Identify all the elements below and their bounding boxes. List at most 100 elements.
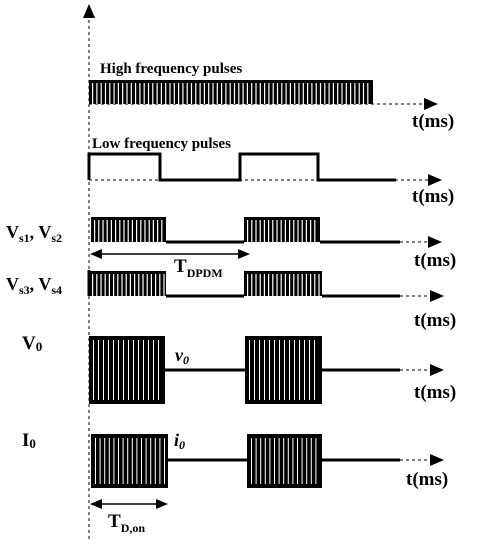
row2-t-axis-label: t(ms): [412, 186, 454, 207]
v0-burst-gap: [274, 340, 275, 400]
hf-pulse-gap: [208, 83, 210, 104]
tdpdm-label: TDPDM: [174, 256, 223, 280]
v0-burst-gap: [289, 340, 290, 400]
i0-burst-gap: [255, 438, 257, 484]
vs34-pulse-gap: [318, 274, 320, 296]
v0-small-label: v0: [175, 345, 189, 367]
i0-burst-gap: [292, 438, 294, 484]
tdon-label: TD,on: [108, 511, 145, 535]
hf-pulse-gap: [311, 83, 313, 104]
v0-burst-gap: [284, 340, 285, 400]
i0-burst-gap: [264, 438, 266, 484]
hf-pulse-gap: [100, 83, 102, 104]
tdon-right-arrow-icon: [156, 499, 168, 509]
vs34-pulse-block: [244, 271, 322, 296]
hf-pulse-gap: [173, 83, 175, 104]
vs34-pulse-gap: [314, 274, 316, 296]
v0-burst-gap: [158, 340, 159, 400]
hf-pulse-gap: [221, 83, 223, 104]
vs12-pulse-gap: [127, 220, 129, 242]
i0-burst-gap: [122, 438, 124, 484]
vs34-pulse-gap: [297, 274, 299, 296]
vs34-pulse-gap: [142, 274, 144, 296]
hf-pulse-gap: [92, 83, 94, 104]
hf-pulse-gap: [122, 83, 124, 104]
vs1-vs2-label: Vs1, Vs2: [6, 222, 62, 245]
hf-pulse-gap: [251, 83, 253, 104]
i0-burst-gap: [159, 438, 161, 484]
hf-pulse-gap: [199, 83, 201, 104]
hf-pulse-gap: [255, 83, 257, 104]
i0-burst-block: [91, 434, 168, 488]
hf-pulse-gap: [281, 83, 283, 104]
vs12-pulse-gap: [148, 220, 150, 242]
i0-burst-gap: [260, 438, 262, 484]
v0-burst-gap: [98, 340, 99, 400]
vs34-pulse-gap: [305, 274, 307, 296]
v0-burst-gap: [123, 340, 124, 400]
output-current-waveform: [91, 434, 400, 488]
v0-burst-gap: [148, 340, 149, 400]
vs34-pulse-gap: [129, 274, 131, 296]
vs34-pulse-gap: [247, 274, 249, 296]
v0-burst-gap: [314, 340, 315, 400]
hf-pulse-gap: [203, 83, 205, 104]
vs12-pulse-gap: [157, 220, 159, 242]
hf-pulse-gap: [212, 83, 214, 104]
v0-burst-gap: [143, 340, 144, 400]
i0-burst-gap: [164, 438, 165, 484]
vs34-pulse-gap: [284, 274, 286, 296]
hf-pulse-gap: [345, 83, 347, 104]
row4-axis-arrow-icon: [430, 290, 444, 302]
vs12-pulse-gap: [280, 220, 282, 242]
vs12-pulse-gap: [310, 220, 312, 242]
v0-label: V0: [22, 333, 42, 354]
vs3-vs4-pulse-train: [87, 270, 400, 298]
v0-burst-gap: [294, 340, 295, 400]
vs34-pulse-gap: [272, 274, 274, 296]
hf-pulse-gap: [165, 83, 167, 104]
hf-pulse-gap: [178, 83, 180, 104]
v0-burst-gap: [128, 340, 129, 400]
high-frequency-label: High frequency pulses: [100, 61, 242, 77]
i0-small-label: i0: [174, 430, 185, 452]
hf-pulse-gap: [264, 83, 266, 104]
vs12-pulse-gap: [247, 220, 249, 242]
hf-pulse-gap: [268, 83, 270, 104]
vs12-pulse-gap: [119, 220, 121, 242]
vs34-pulse-block: [89, 271, 166, 296]
row5-axis-arrow-icon: [430, 364, 444, 376]
i0-burst-gap: [150, 438, 152, 484]
i0-burst-gap: [145, 438, 147, 484]
i0-burst-gap: [118, 438, 119, 484]
hf-pulse-gap: [126, 83, 128, 104]
i0-burst-gap: [301, 438, 303, 484]
hf-pulse-gap: [294, 83, 296, 104]
vs12-pulse-gap: [255, 220, 257, 242]
hf-pulse-gap: [238, 83, 240, 104]
vs34-pulse-gap: [259, 274, 261, 296]
hf-pulse-gap: [182, 83, 184, 104]
hf-pulse-gap: [147, 83, 150, 104]
v0-burst-gap: [133, 340, 134, 400]
v0-burst-gap: [138, 340, 139, 400]
v0-burst-gap: [118, 340, 119, 400]
high-frequency-pulse-train: [89, 80, 373, 104]
hf-pulse-gap: [272, 83, 274, 104]
vs12-pulse-gap: [259, 220, 261, 242]
vs3-vs4-label: Vs3, Vs4: [6, 274, 62, 297]
vs12-pulse-gap: [251, 220, 253, 242]
hf-pulse-gap: [307, 83, 309, 104]
i0-burst-gap: [141, 438, 142, 484]
hf-pulse-gap: [276, 83, 279, 104]
low-frequency-label: Low frequency pulses: [92, 136, 231, 152]
i0-burst-gap: [127, 438, 129, 484]
vs12-pulse-gap: [314, 220, 316, 242]
vs34-pulse-gap: [113, 274, 115, 296]
vs34-pulse-gap: [301, 274, 303, 296]
i0-label: I0: [22, 430, 36, 451]
vs12-pulse-gap: [115, 220, 117, 242]
hf-pulse-gap: [169, 83, 171, 104]
hf-pulse-gap: [104, 83, 107, 104]
